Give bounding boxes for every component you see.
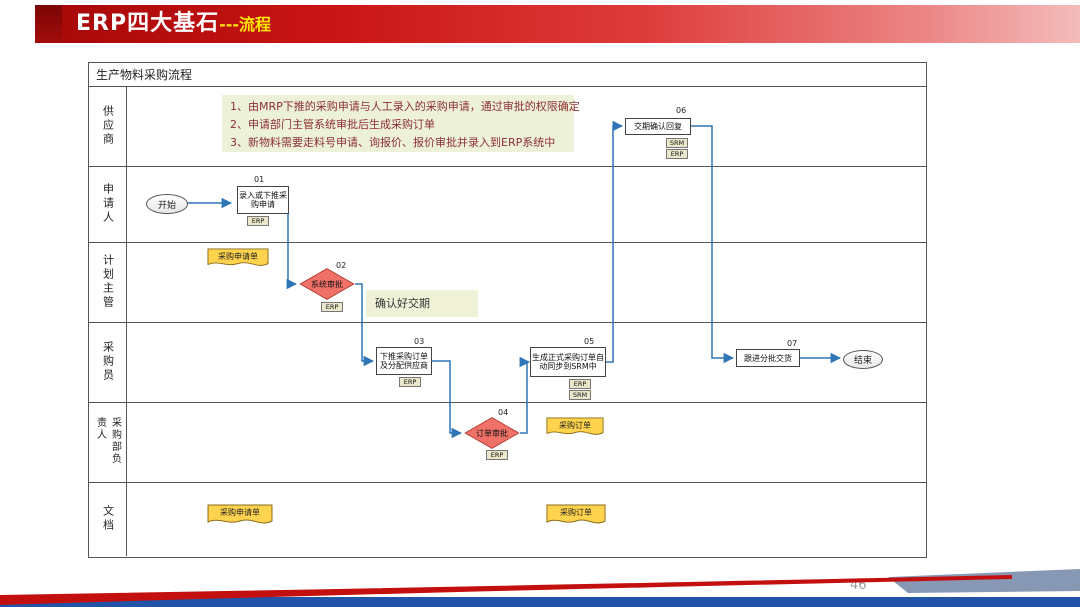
lane-divider: [88, 322, 926, 323]
title-banner: [35, 5, 1080, 43]
page-title-suffix: ---流程: [219, 15, 272, 34]
process-box-entry-request: 录入或下推采购申请: [237, 186, 289, 214]
process-note-line: 2、申请部门主管系统审批后生成采购订单: [230, 118, 435, 131]
document-purchase-order-file: 采购订单: [546, 504, 606, 528]
process-notes: 1、由MRP下推的采购申请与人工录入的采购申请，通过审批的权限确定 2、申请部门…: [222, 95, 580, 152]
document-purchase-order-head: 采购订单: [546, 417, 604, 439]
decision-order-approval: 订单审批: [464, 417, 520, 449]
diamond-shape: [299, 268, 355, 300]
lane-label-applicant: 申请人: [101, 183, 115, 225]
lane-label-plan-supervisor: 计划主管: [101, 254, 115, 310]
erp-tag: ERP: [569, 379, 591, 389]
lane-label-supplier: 供应商: [101, 105, 115, 147]
lane-divider: [88, 166, 926, 167]
erp-tag: ERP: [666, 149, 688, 159]
document-purchase-request-plan: 采购申请单: [207, 248, 269, 270]
process-box-follow-up-delivery: 跟进分批交货: [736, 349, 800, 367]
title-banner-accent: [35, 5, 62, 43]
step-number-07: 07: [787, 339, 798, 348]
note-confirm-delivery: 确认好交期: [366, 290, 478, 317]
process-note-line: 1、由MRP下推的采购申请与人工录入的采购申请，通过审批的权限确定: [230, 100, 580, 113]
document-shape: [207, 248, 269, 266]
lane-divider: [88, 86, 926, 87]
lane-label-documents: 文档: [101, 505, 115, 533]
lane-divider: [88, 242, 926, 243]
process-box-formal-po: 生成正式采购订单自动同步到SRM中: [530, 347, 606, 377]
step-number-04: 04: [498, 408, 509, 417]
lane-divider: [88, 402, 926, 403]
process-box-delivery-confirm: 交期确认回复: [625, 118, 691, 135]
lane-divider: [88, 482, 926, 483]
erp-tag: ERP: [321, 302, 343, 312]
lane-label-purchasing-head: 采购部负责人: [94, 417, 121, 465]
decision-system-approval: 系统审批: [299, 268, 355, 300]
start-terminator: 开始: [146, 194, 188, 214]
erp-tag: ERP: [486, 450, 508, 460]
srm-tag: SRM: [666, 138, 688, 148]
document-shape: [546, 504, 606, 524]
diamond-shape: [464, 417, 520, 449]
process-box-push-po: 下推采购订单及分配供应商: [376, 347, 432, 375]
step-number-03: 03: [414, 337, 425, 346]
erp-tag: ERP: [247, 216, 269, 226]
process-note-line: 3、新物料需要走料号申请、询报价、报价审批并录入到ERP系统中: [230, 136, 556, 149]
lane-label-divider: [126, 86, 127, 556]
lane-label-buyer: 采购员: [101, 341, 115, 383]
page-title: ERP四大基石---流程: [76, 5, 271, 43]
flowchart-title: 生产物料采购流程: [96, 68, 193, 82]
page-title-main: ERP四大基石: [76, 11, 220, 36]
step-number-05: 05: [584, 337, 595, 346]
step-number-02: 02: [336, 261, 347, 270]
document-shape: [207, 504, 273, 524]
document-shape: [546, 417, 604, 435]
srm-tag: SRM: [569, 390, 591, 400]
step-number-06: 06: [676, 106, 687, 115]
erp-tag: ERP: [399, 377, 421, 387]
end-terminator: 结束: [843, 350, 883, 369]
step-number-01: 01: [254, 175, 265, 184]
document-purchase-request-file: 采购申请单: [207, 504, 273, 528]
footer-decoration: [0, 569, 1080, 607]
